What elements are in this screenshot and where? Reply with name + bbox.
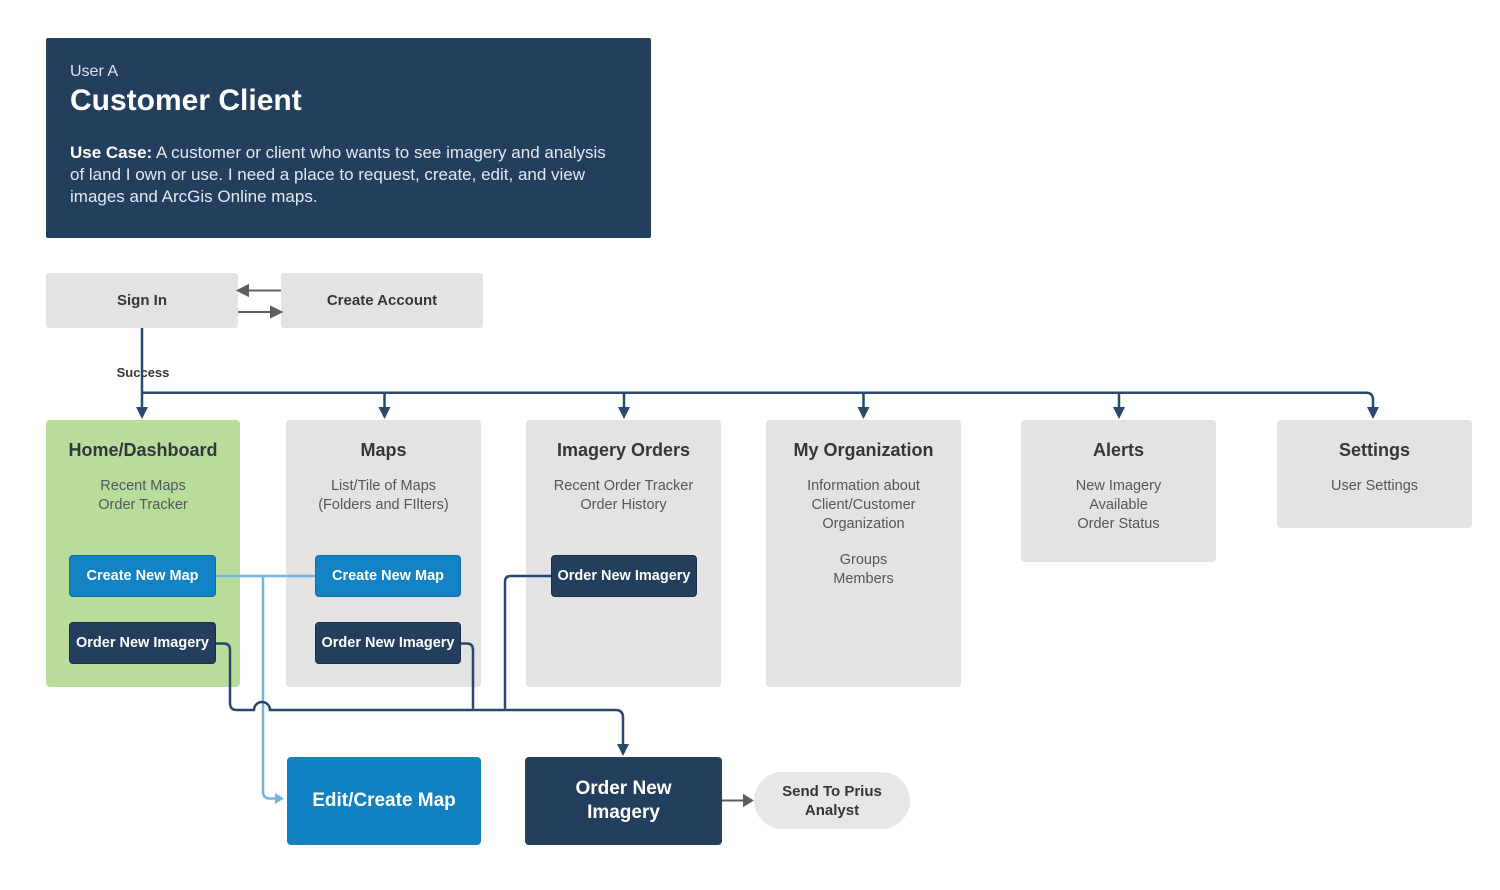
connector-send-analyst (722, 793, 754, 808)
section-home-dashboard: Home/Dashboard Recent Maps Order Tracker… (46, 420, 240, 687)
edit-create-map-node: Edit/Create Map (287, 757, 481, 845)
note-line: Information about (807, 478, 920, 494)
note-line: Order Status (1077, 516, 1160, 532)
header-card: User A Customer Client Use Case: A custo… (46, 38, 651, 238)
note-line: Available (1089, 497, 1148, 513)
order-new-imagery-node-label: Order New Imagery (575, 778, 672, 823)
note-line: Recent Maps (100, 478, 186, 494)
note-line: Members (833, 571, 894, 587)
section-title: Imagery Orders (556, 440, 691, 460)
section-note: New Imagery Available Order Status (1021, 477, 1216, 534)
note-line: Order Tracker (98, 497, 188, 513)
use-case-label: Use Case: (70, 143, 153, 162)
sign-in-node: Sign In (46, 273, 238, 328)
order-imagery-arrowhead (617, 744, 629, 756)
note-line: List/Tile of Maps (330, 478, 437, 494)
note-line: User Settings (1330, 478, 1419, 494)
section-title: Home/Dashboard (68, 440, 218, 460)
branch-arrowheads (136, 407, 1379, 419)
section-settings: Settings User Settings (1277, 420, 1472, 528)
send-to-prius-analyst-node: Send To Prius Analyst (754, 772, 910, 829)
section-note: Recent Maps Order Tracker (46, 477, 240, 515)
section-alerts: Alerts New Imagery Available Order Statu… (1021, 420, 1216, 562)
create-new-map-button: Create New Map (315, 555, 461, 597)
section-title: Alerts (1092, 440, 1145, 460)
note-line: Order History (580, 497, 667, 513)
note-line: Recent Order Tracker (553, 478, 694, 494)
create-new-map-button: Create New Map (69, 555, 216, 597)
note-line: Groups (839, 552, 888, 568)
section-title: Settings (1338, 440, 1410, 460)
create-map-arrowhead (275, 793, 284, 804)
create-account-node: Create Account (281, 273, 483, 328)
connector-success-trunk (140, 328, 1375, 408)
use-case-text: Use Case: A customer or client who wants… (70, 142, 610, 208)
section-imagery-orders: Imagery Orders Recent Order Tracker Orde… (526, 420, 721, 687)
section-note: List/Tile of Maps (Folders and FIlters) (286, 477, 481, 515)
note-line: Organization (822, 516, 905, 532)
send-to-prius-analyst-label: Send To Prius Analyst (782, 782, 882, 819)
section-maps: Maps List/Tile of Maps (Folders and FIlt… (286, 420, 481, 687)
section-note: User Settings (1277, 477, 1472, 496)
connector-auth-arrows (235, 283, 284, 319)
order-new-imagery-button: Order New Imagery (69, 622, 216, 664)
note-gap (766, 534, 961, 551)
user-label: User A (70, 63, 119, 80)
note-line: Client/Customer (811, 497, 916, 513)
use-case-body: A customer or client who wants to see im… (70, 143, 606, 206)
success-label: Success (112, 364, 174, 381)
order-new-imagery-button: Order New Imagery (315, 622, 461, 664)
section-my-organization: My Organization Information about Client… (766, 420, 961, 687)
section-title: Maps (360, 440, 407, 460)
section-note: Recent Order Tracker Order History (526, 477, 721, 515)
note-line: New Imagery (1075, 478, 1162, 494)
note-line: (Folders and FIlters) (318, 497, 449, 513)
page-title: Customer Client (70, 84, 302, 117)
section-note: Information about Client/Customer Organi… (766, 477, 961, 589)
section-title: My Organization (793, 440, 934, 460)
order-new-imagery-node: Order New Imagery (525, 757, 722, 845)
order-new-imagery-button: Order New Imagery (551, 555, 697, 597)
